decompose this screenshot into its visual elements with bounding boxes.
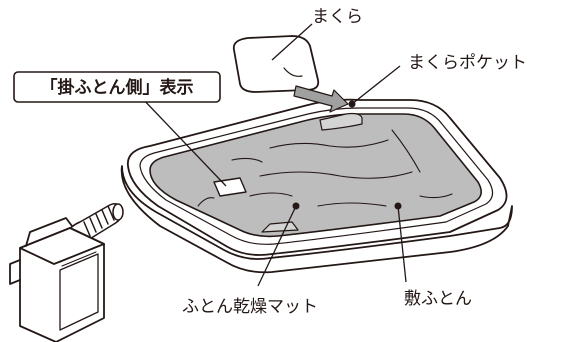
leader-drying-mat (257, 205, 297, 287)
label-pillow: まくら (312, 7, 363, 27)
leader-lines (139, 23, 407, 287)
dryer-top (19, 227, 105, 265)
label-pillow-pocket: まくらポケット (408, 53, 527, 73)
shikifuton-side (120, 165, 513, 274)
dryer-front-panel (59, 253, 99, 331)
insert-arrow (293, 85, 349, 113)
label-shikifuton: 敷ふとん (404, 289, 472, 309)
pillow-illustration (232, 35, 320, 93)
pillow-pocket (319, 112, 363, 131)
shikifuton-inner-rim (139, 107, 494, 245)
mat-corner-tab (261, 221, 299, 233)
kakefuton-side-label-box (13, 71, 221, 103)
pillow (232, 35, 320, 93)
label-kakefuton-side: 「掛ふとん側」表示 (41, 77, 194, 98)
pillow-crease (283, 67, 303, 77)
leader-kakefuton-side (139, 95, 227, 187)
dryer-side-foot (9, 259, 21, 285)
dryer-handle (25, 217, 73, 247)
leader-pillow (271, 23, 313, 61)
dryer-unit-illustration (9, 203, 124, 342)
leader-dots (292, 100, 402, 210)
label-drying-mat: ふとん乾燥マット (182, 297, 318, 317)
leader-pillow-pocket (351, 65, 401, 105)
mat-wrinkles (197, 129, 453, 207)
leader-shikifuton (397, 205, 407, 283)
kakefuton-side-marker (213, 177, 247, 197)
dryer-control-strip (59, 245, 99, 267)
